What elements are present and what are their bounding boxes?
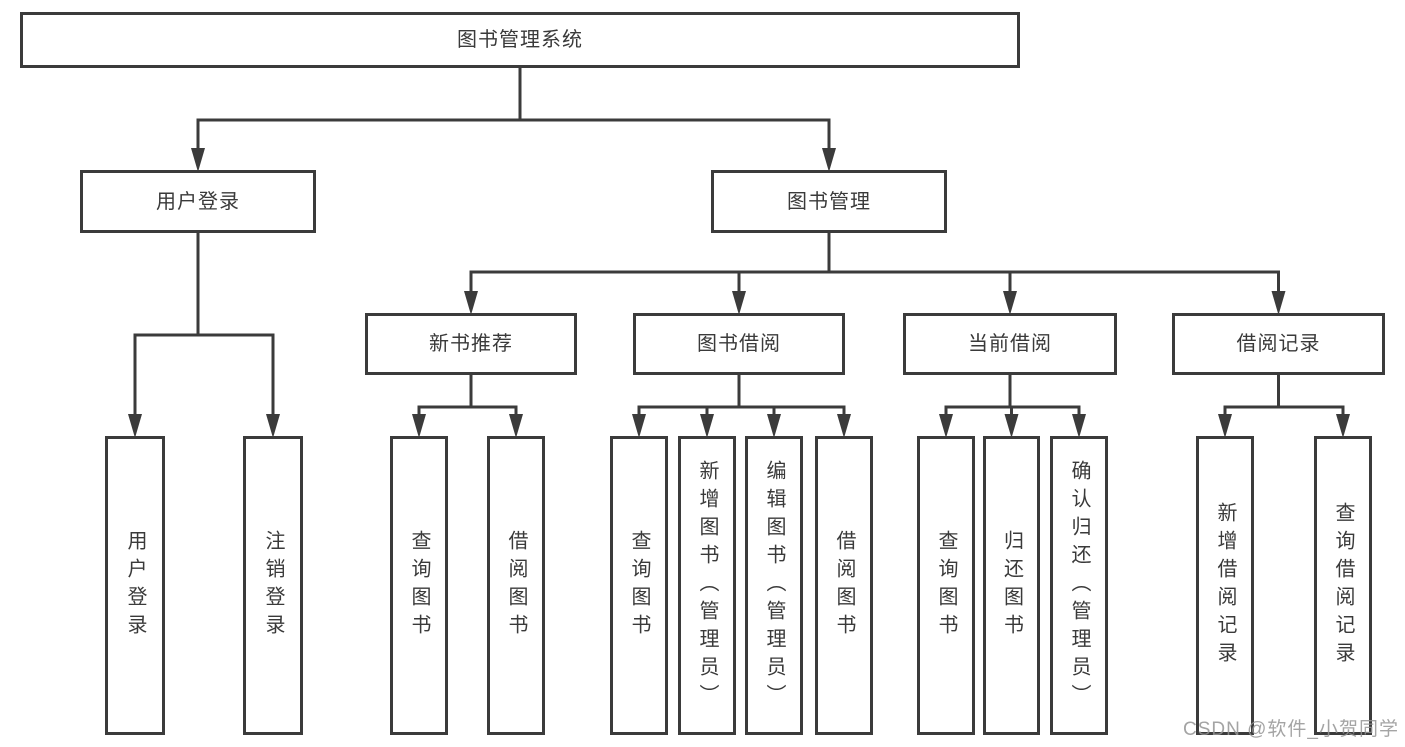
arrowhead-down-icon <box>1336 414 1350 438</box>
node-add-borrow-record: 新增借阅记录 <box>1196 436 1254 735</box>
node-label: 当前借阅 <box>968 333 1052 355</box>
node-label: 归还图书 <box>1000 529 1023 642</box>
node-label: 查询图书 <box>408 529 430 642</box>
node-label: 注销登录 <box>262 529 284 642</box>
arrowhead-down-icon <box>732 291 746 315</box>
arrowhead-down-icon <box>822 148 836 172</box>
node-label: 图书管理系统 <box>457 29 583 51</box>
node-label: 借阅图书 <box>833 529 855 642</box>
node-borrow-books-borrowing: 借阅图书 <box>815 436 873 735</box>
node-query-books-borrowing: 查询图书 <box>610 436 668 735</box>
node-current-borrowing: 当前借阅 <box>903 313 1117 375</box>
node-book-management: 图书管理 <box>711 170 947 233</box>
node-book-borrowing: 图书借阅 <box>633 313 845 375</box>
node-label: 图书借阅 <box>697 333 781 355</box>
node-query-borrow-record: 查询借阅记录 <box>1314 436 1372 735</box>
arrowhead-down-icon <box>1271 291 1286 315</box>
node-logout: 注销登录 <box>243 436 303 735</box>
arrowhead-down-icon <box>1004 414 1019 438</box>
watermark-text: CSDN @软件_小贺同学 <box>1183 719 1399 740</box>
node-label: 查询图书 <box>628 529 650 642</box>
node-label: 查询借阅记录 <box>1332 501 1354 670</box>
node-query-books-current: 查询图书 <box>917 436 975 735</box>
node-new-book-recommend: 新书推荐 <box>365 313 577 375</box>
node-label: 编辑图书（管理员） <box>763 459 785 712</box>
arrowhead-down-icon <box>412 414 426 438</box>
arrowhead-down-icon <box>509 414 523 438</box>
node-return-books: 归还图书 <box>983 436 1040 735</box>
node-label: 查询图书 <box>935 529 957 642</box>
node-add-book-admin: 新增图书（管理员） <box>678 436 736 735</box>
node-confirm-return-admin: 确认归还（管理员） <box>1050 436 1108 735</box>
node-library-system: 图书管理系统 <box>20 12 1020 68</box>
arrowhead-down-icon <box>700 414 714 438</box>
arrowhead-down-icon <box>266 414 280 438</box>
node-query-books-recommend: 查询图书 <box>390 436 448 735</box>
arrowhead-down-icon <box>632 414 646 438</box>
node-label: 确认归还（管理员） <box>1068 459 1090 712</box>
node-edit-book-admin: 编辑图书（管理员） <box>745 436 803 735</box>
node-user-login-module: 用户登录 <box>80 170 316 233</box>
node-label: 新增借阅记录 <box>1214 501 1236 670</box>
arrowhead-down-icon <box>128 414 142 438</box>
node-label: 新增图书（管理员） <box>696 459 718 712</box>
node-borrowing-records: 借阅记录 <box>1172 313 1385 375</box>
arrowhead-down-icon <box>939 414 953 438</box>
arrowhead-down-icon <box>1003 291 1017 315</box>
arrowhead-down-icon <box>191 148 205 172</box>
node-label: 用户登录 <box>156 190 240 213</box>
arrowhead-down-icon <box>1072 414 1086 438</box>
node-borrow-books-recommend: 借阅图书 <box>487 436 545 735</box>
node-label: 借阅图书 <box>505 529 527 642</box>
arrowhead-down-icon <box>767 414 781 438</box>
arrowhead-down-icon <box>1218 414 1232 438</box>
node-label: 用户登录 <box>124 529 146 642</box>
node-label: 借阅记录 <box>1236 333 1321 355</box>
node-user-login: 用户登录 <box>105 436 165 735</box>
node-label: 新书推荐 <box>429 333 513 355</box>
node-label: 图书管理 <box>787 190 871 213</box>
arrowhead-down-icon <box>837 414 851 438</box>
arrowhead-down-icon <box>464 291 478 315</box>
